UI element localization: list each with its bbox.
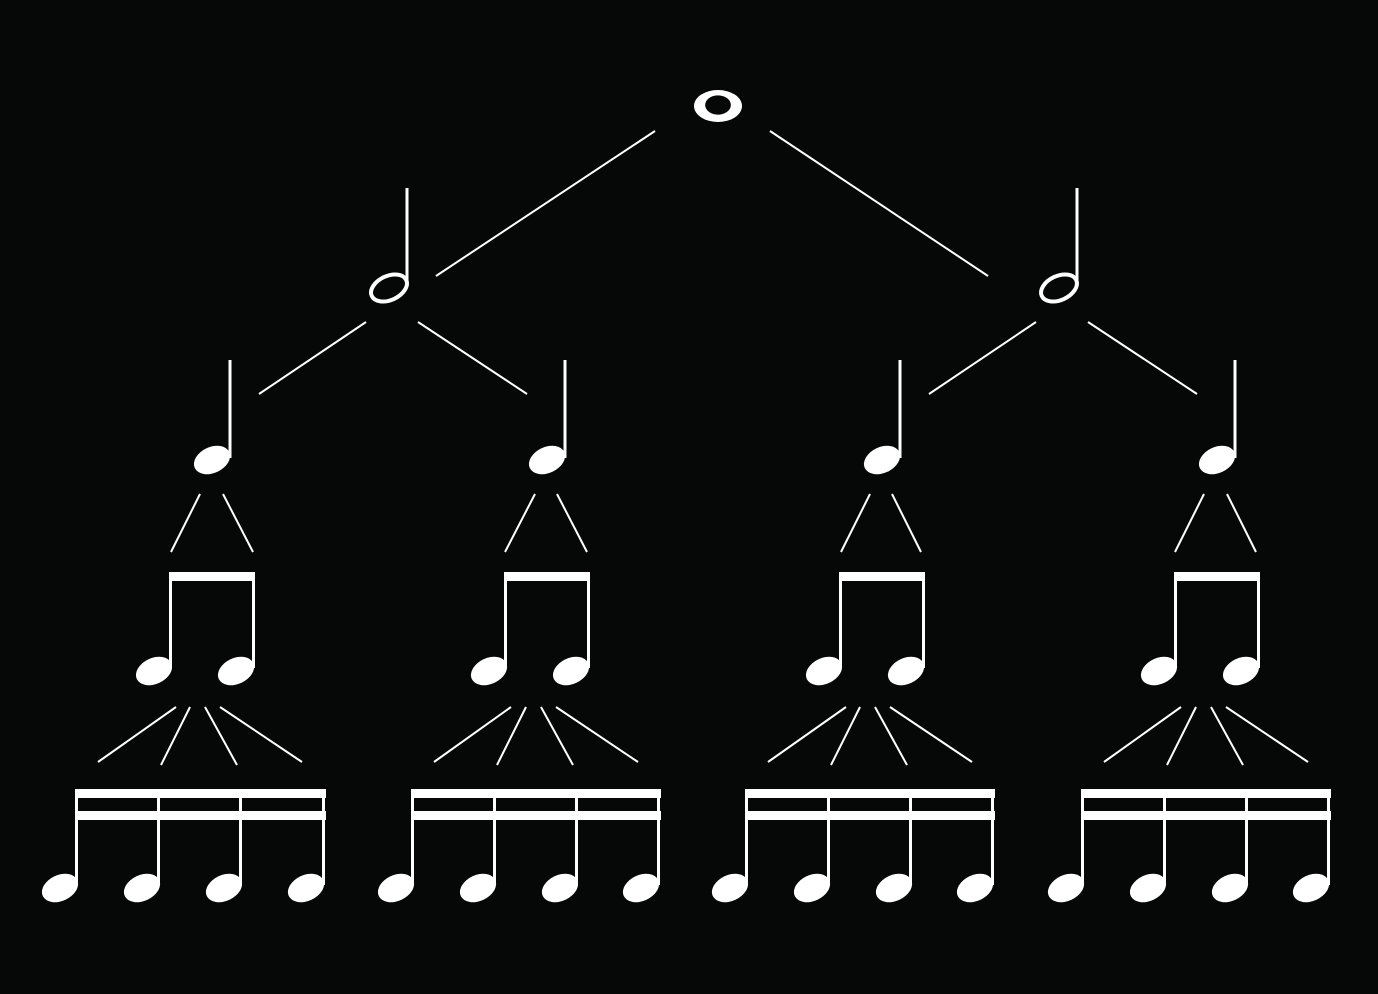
sixteenth-note-group-icon-2 [377, 789, 661, 903]
quarter-note-icon-1 [193, 360, 232, 475]
quarter-note-icon-3 [863, 360, 902, 475]
eighth-note-pair-icon-4 [1140, 572, 1260, 686]
branch-eighths3-b [830, 706, 861, 766]
branch-eighths4-b [1166, 706, 1197, 766]
half-note-icon-right [1039, 188, 1079, 304]
branch-quarter4-left [1174, 493, 1205, 553]
branch-eighths2-d [555, 706, 639, 763]
branch-half2-to-quarter3 [928, 321, 1037, 395]
branch-eighths2-a [433, 706, 512, 763]
branch-quarter3-right [891, 493, 922, 553]
quarter-note-icon-4 [1198, 360, 1237, 475]
sixteenth-note-group-icon-4 [1047, 789, 1331, 903]
eighth-note-pair-icon-3 [805, 572, 925, 686]
branch-eighths1-b [160, 706, 191, 766]
branch-eighths4-a [1103, 706, 1182, 763]
branch-eighths2-b [496, 706, 527, 766]
branch-whole-to-half-right [769, 130, 989, 277]
branch-lines [97, 130, 1309, 766]
branch-half1-to-quarter1 [258, 321, 367, 395]
branch-eighths3-d [889, 706, 973, 763]
branch-eighths3-a [767, 706, 847, 763]
branch-quarter4-right [1226, 493, 1257, 553]
quarter-note-icon-2 [528, 360, 567, 475]
branch-eighths1-c [204, 706, 238, 766]
branch-quarter1-right [222, 493, 254, 553]
branch-whole-to-half-left [435, 130, 656, 277]
branch-eighths4-c [1210, 706, 1244, 766]
sixteenth-note-group-icon-3 [711, 789, 995, 903]
branch-eighths1-d [219, 706, 303, 763]
eighth-note-pair-icon-2 [470, 572, 590, 686]
branch-eighths1-a [97, 706, 177, 763]
branch-half1-to-quarter2 [417, 321, 528, 395]
eighth-note-pair-icon-1 [135, 572, 255, 686]
whole-note-icon [694, 90, 742, 122]
branch-quarter2-left [504, 493, 536, 553]
branch-half2-to-quarter4 [1087, 321, 1198, 395]
branch-quarter2-right [556, 493, 588, 553]
branch-quarter3-left [840, 493, 871, 553]
sixteenth-note-group-icon-1 [41, 789, 326, 903]
half-note-icon-left [369, 188, 409, 304]
branch-eighths2-c [540, 706, 574, 766]
branch-eighths4-d [1225, 706, 1309, 763]
branch-eighths3-c [874, 706, 908, 766]
branch-quarter1-left [170, 493, 201, 553]
